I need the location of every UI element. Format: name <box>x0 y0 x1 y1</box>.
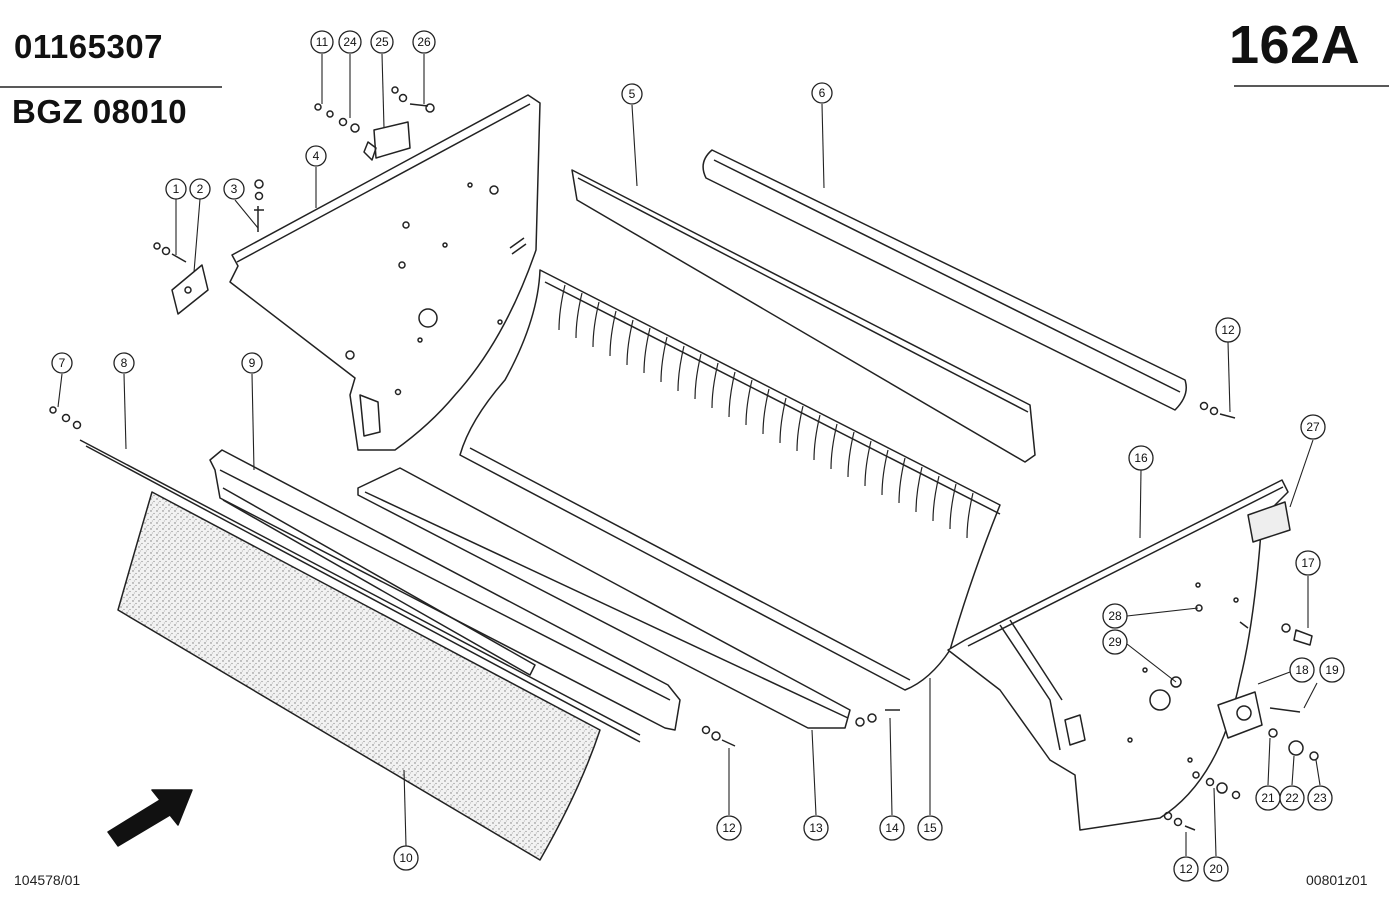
document-number: 104578/01 <box>14 872 81 888</box>
strip-13 <box>357 467 851 729</box>
screen-slots <box>558 284 974 539</box>
rod-8 <box>79 439 641 743</box>
hinge-bracket <box>314 86 435 161</box>
page-number: 162A <box>1229 15 1361 75</box>
callout-22: 22 <box>1285 791 1299 805</box>
callout-29: 29 <box>1108 635 1122 649</box>
callout-24: 24 <box>343 35 357 49</box>
leader-lines <box>57 53 1321 857</box>
concave-screen <box>459 269 1001 691</box>
strip-5 <box>571 169 1036 463</box>
callout-3: 3 <box>231 182 238 196</box>
callout-15: 15 <box>923 821 937 835</box>
side-wall-left <box>229 94 541 451</box>
curved-cover-10 <box>117 491 601 861</box>
callout-4: 4 <box>313 149 320 163</box>
callout-5: 5 <box>629 87 636 101</box>
bottom-hardware <box>49 401 1236 747</box>
callout-16: 16 <box>1134 451 1148 465</box>
callout-25: 25 <box>375 35 389 49</box>
callout-bubbles <box>51 30 1345 882</box>
callout-21: 21 <box>1261 791 1275 805</box>
callout-12-top: 12 <box>1221 323 1235 337</box>
callout-17: 17 <box>1301 556 1315 570</box>
callout-9: 9 <box>249 356 256 370</box>
callout-10: 10 <box>399 851 413 865</box>
bearing-block <box>1170 604 1319 761</box>
callout-2: 2 <box>197 182 204 196</box>
beam-6 <box>702 149 1187 411</box>
callout-11: 11 <box>316 35 329 49</box>
callout-12-right: 12 <box>1179 862 1193 876</box>
callout-14: 14 <box>885 821 899 835</box>
part-number: 01165307 <box>14 28 164 65</box>
lower-right-hardware <box>1163 771 1241 831</box>
side-wall-right <box>947 479 1289 831</box>
callout-20: 20 <box>1209 862 1223 876</box>
callout-18: 18 <box>1295 663 1309 677</box>
angle-profile-9 <box>209 449 681 731</box>
direction-arrow <box>107 789 193 847</box>
callout-19: 19 <box>1325 663 1339 677</box>
callout-12-bottom: 12 <box>722 821 736 835</box>
callout-numbers: 1 2 3 4 5 6 7 8 9 10 11 24 25 26 12 12 1… <box>59 35 1339 876</box>
callout-8: 8 <box>121 356 128 370</box>
figure-number: 00801z01 <box>1306 872 1368 888</box>
callout-26: 26 <box>417 35 431 49</box>
bracket-plate <box>171 264 209 315</box>
callout-1: 1 <box>173 182 180 196</box>
callout-6: 6 <box>819 86 826 100</box>
callout-7: 7 <box>59 356 66 370</box>
assembly-code: BGZ 08010 <box>12 93 188 130</box>
callout-13: 13 <box>809 821 823 835</box>
callout-28: 28 <box>1108 609 1122 623</box>
callout-27: 27 <box>1306 420 1320 434</box>
plate-27 <box>1247 501 1291 543</box>
callout-23: 23 <box>1313 791 1327 805</box>
